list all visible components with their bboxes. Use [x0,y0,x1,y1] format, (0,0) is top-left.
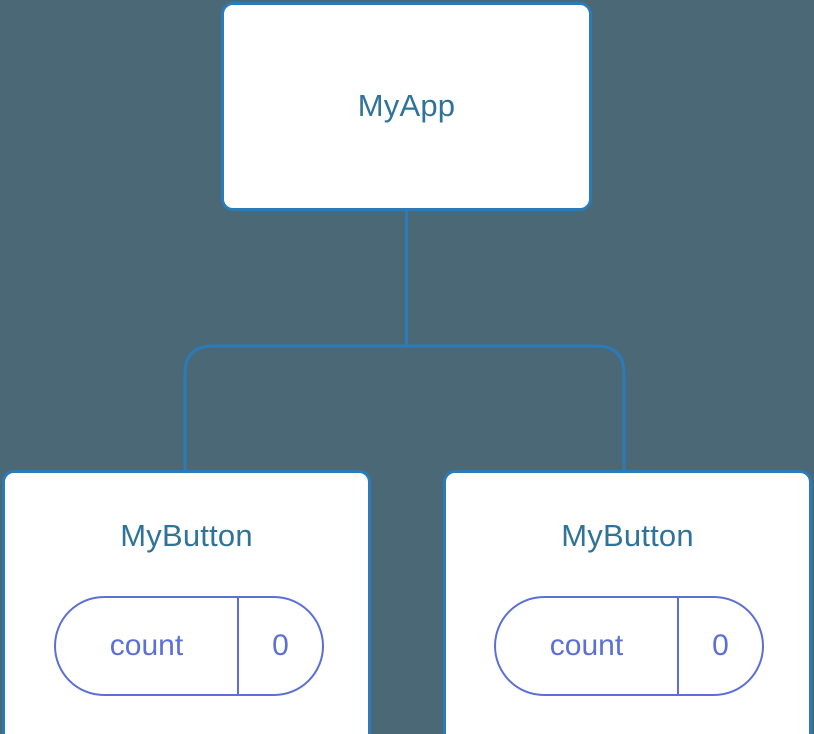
state-value-left: 0 [272,629,289,662]
root-node-label: MyApp [357,88,456,123]
connector-branch-right [406,344,626,470]
state-value-right: 0 [712,629,729,662]
state-key-right: count [496,598,679,694]
root-node[interactable]: MyApp [221,2,592,211]
child-node-left[interactable]: MyButton count 0 [2,470,371,734]
child-node-right-label: MyButton [561,518,694,553]
state-pill-left[interactable]: count 0 [54,596,324,696]
child-node-right[interactable]: MyButton count 0 [443,470,812,734]
state-pill-right[interactable]: count 0 [494,596,764,696]
connector-branch-left [183,344,407,470]
child-node-left-label: MyButton [120,518,253,553]
state-key-left: count [56,598,239,694]
